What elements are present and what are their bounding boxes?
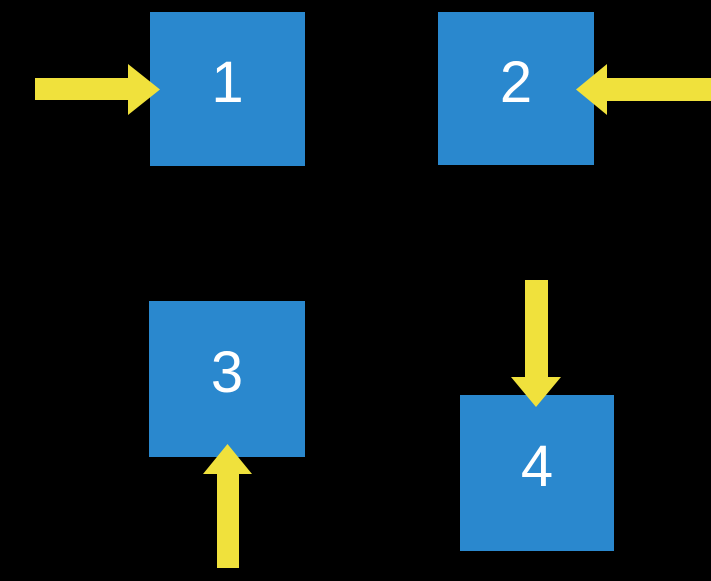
up-arrow-icon-square-3	[203, 444, 252, 568]
right-arrow-icon-square-1	[35, 64, 160, 115]
square-4-label: 4	[520, 434, 554, 499]
square-3[interactable]: 3	[149, 301, 305, 457]
square-3-label: 3	[210, 340, 244, 405]
square-2-label: 2	[499, 49, 533, 115]
left-arrow-icon-square-2	[576, 64, 711, 115]
square-4[interactable]: 4	[460, 395, 614, 551]
square-1[interactable]: 1	[150, 12, 305, 166]
down-arrow-icon-square-4	[511, 280, 561, 407]
square-1-label: 1	[211, 50, 244, 115]
square-2[interactable]: 2	[438, 12, 594, 165]
